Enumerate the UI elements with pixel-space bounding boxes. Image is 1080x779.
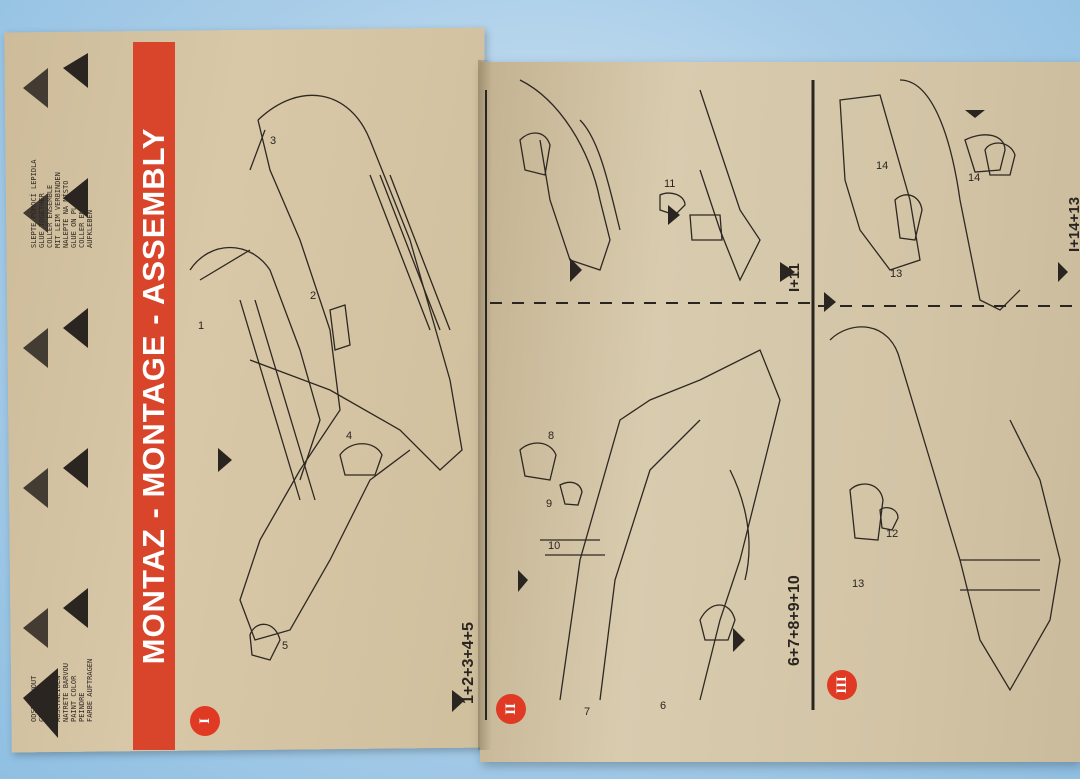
part-number: 10 [548,540,561,552]
part-number: 8 [548,430,555,442]
part-number: 5 [282,640,289,652]
part-number: 12 [886,528,899,540]
part-number: 4 [346,430,353,442]
legend-symbols [23,53,88,738]
part-number: 6 [660,700,667,712]
part-number: 7 [584,706,591,718]
part-number: 11 [664,178,676,190]
right-page [480,62,1080,762]
part-number: 14 [876,160,889,172]
part-number: 3 [270,135,277,147]
part-number: 14 [968,172,981,184]
part-number: 13 [890,268,903,280]
part-number: 1 [198,320,205,332]
part-number: 9 [546,498,553,510]
part-number: 2 [310,290,317,302]
title-band [133,42,175,750]
part-number: 13 [852,578,865,590]
